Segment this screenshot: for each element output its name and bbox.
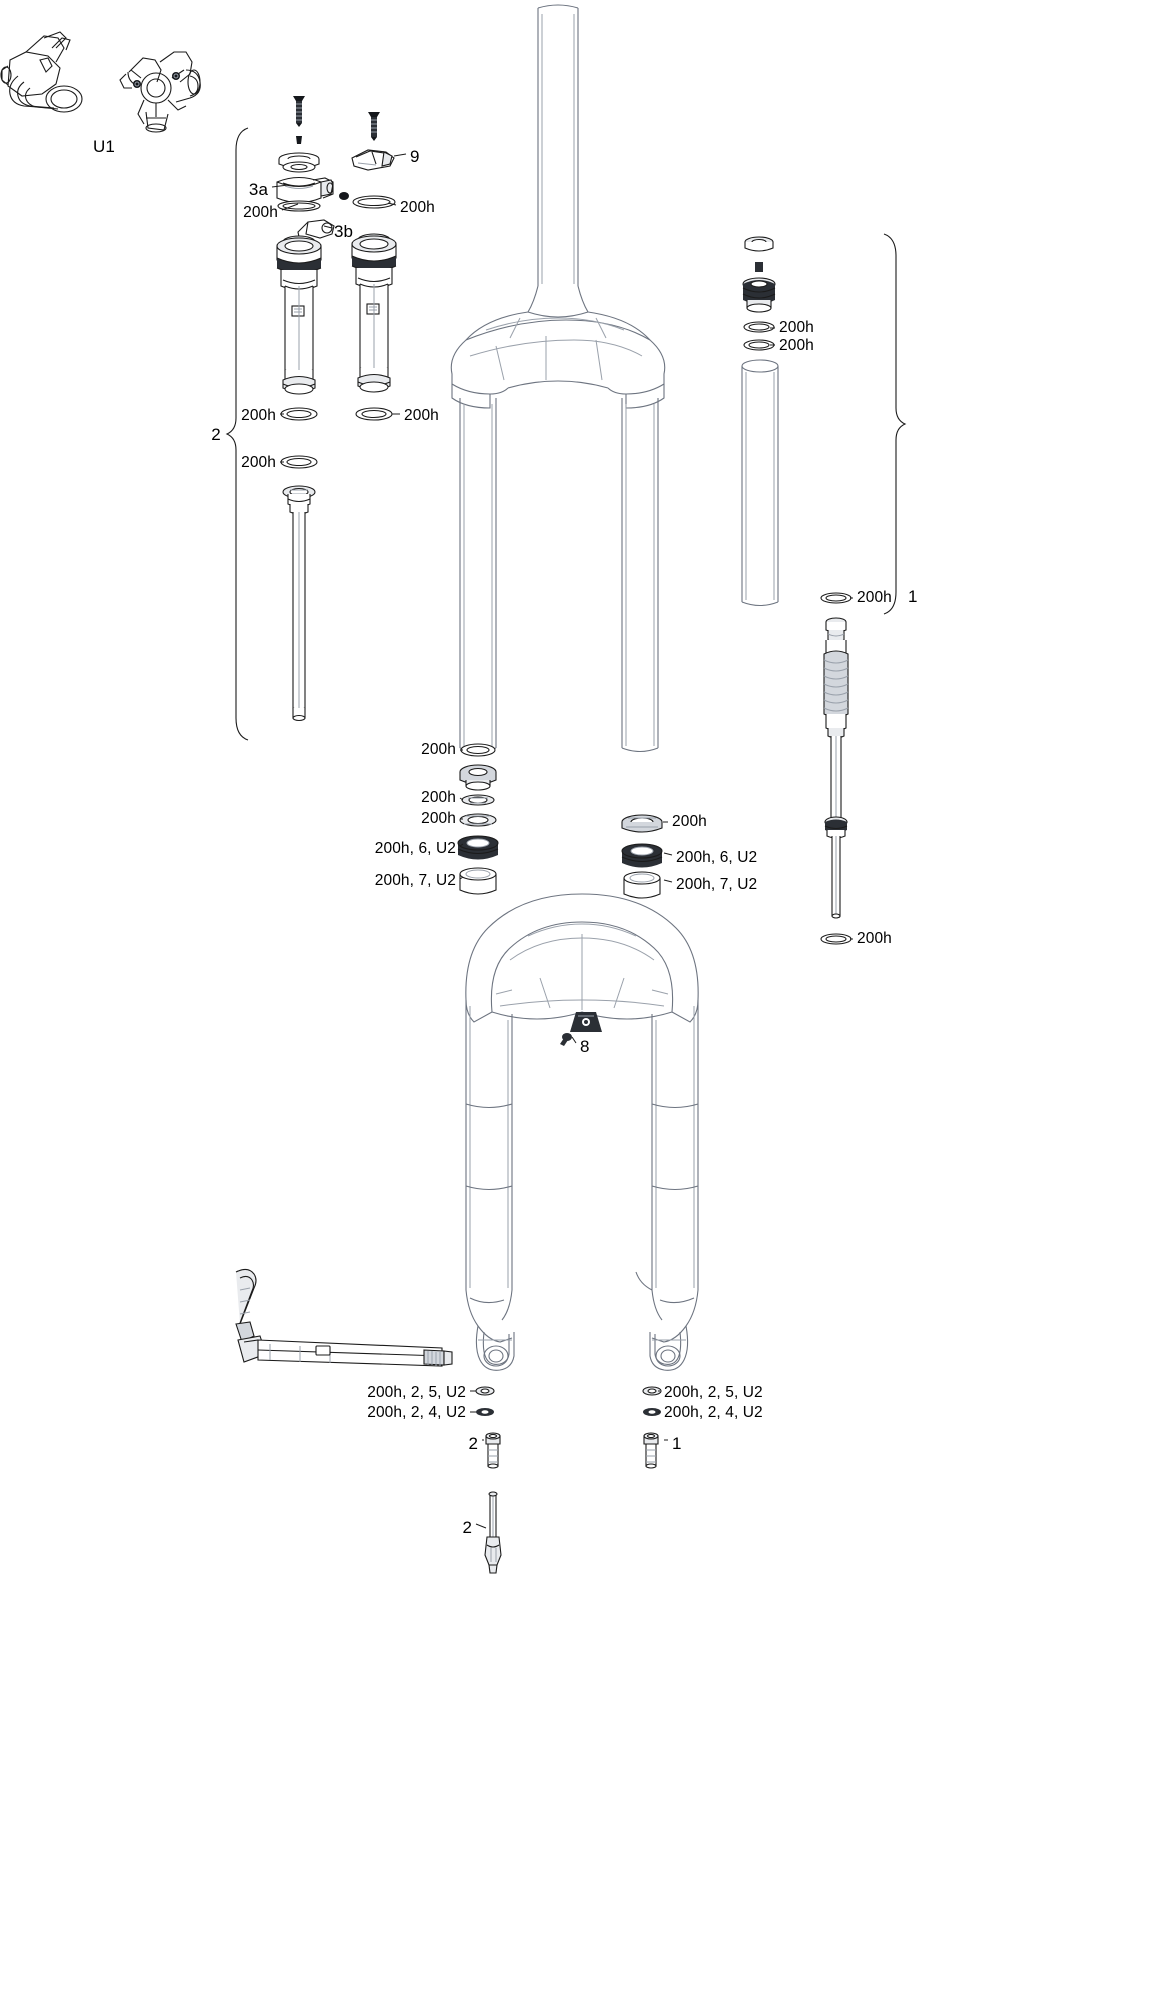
callout-c28: 200h, 2, 4, U2 xyxy=(664,1404,763,1421)
callout-c07: 2 xyxy=(211,425,221,444)
callout-c12: 200h xyxy=(779,337,814,354)
thru-axle-assembly-art xyxy=(235,1268,453,1367)
callout-c01: U1 xyxy=(93,137,115,156)
callout-c04: 3b xyxy=(334,222,354,241)
callout-c11: 200h xyxy=(779,319,814,336)
seal-head-washer-right-art xyxy=(621,814,663,833)
leader-lines xyxy=(271,153,853,1529)
detent-pin-art xyxy=(296,136,302,144)
remote-clamp-assembly-art xyxy=(119,51,201,133)
callout-c18: 200h xyxy=(421,810,456,827)
rebound-shaft-bolt-art xyxy=(485,1432,501,1469)
seal-head-washer-left-art xyxy=(461,794,495,806)
bottom-seal-right-art xyxy=(643,1408,661,1416)
callout-c08: 200h xyxy=(241,407,276,424)
damper-shaft-assembly-art xyxy=(282,485,316,722)
crush-washer-left-art xyxy=(475,1386,495,1396)
dust-seal-left-art xyxy=(457,835,499,860)
callout-c21: 200h xyxy=(672,813,707,830)
callout-c31: 2 xyxy=(462,1518,472,1537)
callout-c25: 200h, 2, 5, U2 xyxy=(367,1384,466,1401)
callout-c14: 1 xyxy=(908,587,918,606)
callout-c09: 200h xyxy=(404,407,439,424)
air-cap-o-ring-1-art xyxy=(743,321,775,333)
knob-o-ring-art xyxy=(277,200,321,212)
callout-c02: 3a xyxy=(248,180,268,199)
callout-c24: 8 xyxy=(580,1037,590,1056)
callout-c03: 200h xyxy=(243,204,278,221)
air-spring-shaft-assembly-art xyxy=(823,617,849,919)
bottomless-token-tool-art xyxy=(484,1491,502,1574)
damper-o-ring-1-art xyxy=(280,407,318,421)
callout-c26: 200h, 2, 4, U2 xyxy=(367,1404,466,1421)
brake-hose-guide-art xyxy=(560,1012,602,1046)
damper-o-ring-2-art xyxy=(355,407,393,421)
air-shaft-o-ring-art xyxy=(820,592,852,604)
bottom-seal-left-art xyxy=(476,1408,494,1416)
callout-c05: 9 xyxy=(410,147,420,166)
crush-washer-right-art xyxy=(642,1386,662,1396)
callout-c10: 200h xyxy=(241,454,276,471)
washer-left-2-art xyxy=(459,813,497,827)
detent-spring-washer-art xyxy=(278,152,320,173)
air-shaft-bottom-o-ring-art xyxy=(820,933,852,945)
damper-cartridge-right-art xyxy=(351,233,397,393)
foam-ring-left-art xyxy=(459,867,497,895)
damper-cartridge-left-art xyxy=(276,219,335,395)
right-group-bracket xyxy=(883,233,907,615)
crown-steerer-upper-tube-art xyxy=(450,4,666,753)
left-group-bracket xyxy=(225,127,249,741)
rebound-knob-screw-art xyxy=(368,112,380,141)
callout-c06: 200h xyxy=(400,199,435,216)
damper-o-ring-3-art xyxy=(280,455,318,469)
air-valve-assembly-art xyxy=(742,262,776,313)
upper-tube-right-art xyxy=(741,359,779,607)
callout-c23: 200h, 7, U2 xyxy=(676,876,758,893)
air-shaft-bolt-art xyxy=(643,1432,659,1469)
air-cap-o-ring-2-art xyxy=(743,339,775,351)
damper-seal-head-art xyxy=(459,764,497,791)
callout-c16: 200h xyxy=(421,741,456,758)
callout-c20: 200h, 7, U2 xyxy=(374,872,456,889)
callout-c15: 200h xyxy=(857,930,892,947)
foam-ring-right-art xyxy=(623,871,661,899)
handlebar-remote-lever-art xyxy=(0,31,83,113)
callout-c13: 200h xyxy=(857,589,892,606)
compression-adjust-knob-art xyxy=(276,176,334,204)
callout-c29: 2 xyxy=(468,1434,478,1453)
dust-seal-right-art xyxy=(621,843,663,868)
callout-c27: 200h, 2, 5, U2 xyxy=(664,1384,763,1401)
small-plug-art xyxy=(339,192,349,200)
callout-c30: 1 xyxy=(672,1434,682,1453)
lower-leg-casting-art xyxy=(465,893,699,1371)
air-spring-top-cap-art xyxy=(744,236,774,252)
compression-knob-screw-art xyxy=(293,96,305,127)
callout-c17: 200h xyxy=(421,789,456,806)
rebound-knob-o-ring-art xyxy=(352,195,396,209)
callout-c19: 200h, 6, U2 xyxy=(374,840,456,857)
rebound-adjust-knob-art xyxy=(351,149,395,171)
callout-c22: 200h, 6, U2 xyxy=(676,849,758,866)
seal-head-nut-art xyxy=(460,743,496,757)
